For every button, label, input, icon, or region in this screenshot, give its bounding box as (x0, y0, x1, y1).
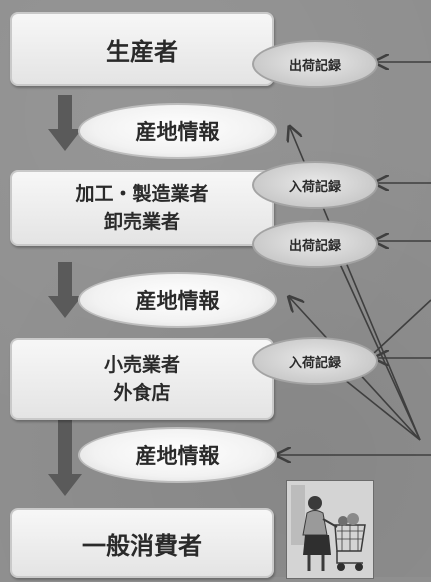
shipping-record-2: 出荷記録 (252, 220, 378, 268)
stage-restaurant-label: 外食店 (113, 382, 171, 404)
down-arrows (48, 95, 82, 496)
down-arrow-1 (48, 95, 82, 151)
stage-consumer: 一般消費者 (10, 508, 274, 578)
origin-info-2: 産地情報 (78, 272, 277, 328)
origin-info-3: 産地情報 (78, 427, 277, 483)
receiving-record-2-label: 入荷記録 (288, 355, 341, 371)
receiving-record-1-label: 入荷記録 (288, 179, 341, 195)
stage-wholesaler-label: 卸売業者 (103, 211, 180, 233)
origin-info-1: 産地情報 (78, 103, 277, 159)
down-arrow-2 (48, 262, 82, 318)
receiving-record-1: 入荷記録 (252, 161, 378, 209)
stage-processor-wholesaler: 加工・製造業者 卸売業者 (10, 170, 274, 246)
stage-producer-label: 生産者 (106, 37, 178, 66)
line-from-shipping-2 (339, 263, 421, 441)
stage-retailer-label: 小売業者 (103, 354, 180, 376)
receiving-record-2: 入荷記録 (252, 337, 378, 385)
origin-info-1-label: 産地情報 (135, 120, 220, 144)
stage-producer: 生産者 (10, 12, 274, 86)
shipping-record-2-label: 出荷記録 (288, 238, 341, 254)
line-from-lower (344, 379, 421, 441)
origin-info-2-label: 産地情報 (135, 289, 220, 313)
stage-processor-label: 加工・製造業者 (75, 183, 209, 205)
origin-info-3-label: 産地情報 (135, 444, 220, 468)
shipping-record-1: 出荷記録 (252, 40, 378, 88)
shipping-record-1-label: 出荷記録 (288, 58, 341, 74)
stage-retailer-restaurant: 小売業者 外食店 (10, 338, 274, 420)
down-arrow-3 (48, 420, 82, 496)
stage-consumer-label: 一般消費者 (82, 531, 202, 560)
shopper-with-cart-icon (286, 480, 374, 579)
